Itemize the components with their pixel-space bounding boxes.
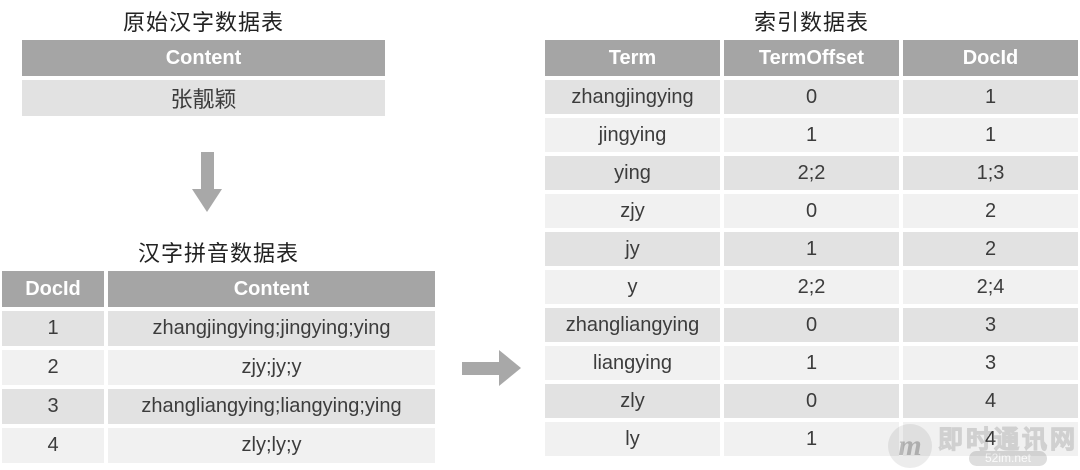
table-cell: liangying [545, 346, 720, 380]
down-arrow-icon [192, 152, 222, 212]
right-arrow-stem [462, 361, 499, 375]
table-cell: 0 [724, 308, 899, 342]
pinyin-table-title: 汉字拼音数据表 [137, 241, 299, 266]
column-header-content: Content [22, 40, 385, 76]
table-header-row: Term TermOffset DocId [545, 40, 1078, 76]
table-cell: 1 [2, 311, 104, 346]
table-header-row: Content [22, 40, 385, 76]
watermark-text-group: 即时通讯网 52im.net [937, 426, 1078, 466]
right-arrow-icon [462, 350, 521, 386]
table-cell: ying [545, 156, 720, 190]
table-cell: 0 [724, 384, 899, 418]
table-cell: 1 [903, 80, 1078, 114]
table-cell: 0 [724, 80, 899, 114]
table-cell: 张靓颖 [22, 80, 385, 116]
column-header-docid: DocId [903, 40, 1078, 76]
table-cell: 1 [724, 422, 899, 456]
table-header-row: DocId Content [2, 271, 435, 307]
table-cell: zly [545, 384, 720, 418]
table-body: 张靓颖 [22, 80, 385, 116]
watermark-site-url: 52im.net [968, 451, 1047, 466]
site-watermark: m 即时通讯网 52im.net [887, 424, 1078, 468]
table-cell: 2;2 [724, 270, 899, 304]
table-cell: 3 [903, 346, 1078, 380]
table-cell: zjy [545, 194, 720, 228]
table-cell: 4 [903, 422, 1078, 456]
table-cell: 1;3 [903, 156, 1078, 190]
table-cell: 3 [903, 308, 1078, 342]
column-header-termoffset: TermOffset [724, 40, 899, 76]
table-row: 张靓颖 [22, 80, 385, 116]
table-cell: zhangliangying [545, 308, 720, 342]
table-cell: zhangliangying;liangying;ying [108, 389, 435, 424]
table-cell: zhangjingying [545, 80, 720, 114]
table-cell: jy [545, 232, 720, 266]
column-header-content: Content [108, 271, 435, 307]
original-hanzi-table: Content 张靓颖 [22, 40, 385, 116]
table-cell: zhangjingying;jingying;ying [108, 311, 435, 346]
table-cell: 1 [724, 118, 899, 152]
original-table-title: 原始汉字数据表 [122, 10, 284, 35]
down-arrow-head [192, 189, 222, 212]
right-arrow-head [499, 350, 521, 386]
table-cell: 2;2 [724, 156, 899, 190]
table-cell: jingying [545, 118, 720, 152]
table-cell: ly [545, 422, 720, 456]
table-cell: y [545, 270, 720, 304]
table-cell: 2;4 [903, 270, 1078, 304]
table-cell: 2 [903, 232, 1078, 266]
down-arrow-stem [200, 152, 214, 189]
column-header-docid: DocId [2, 271, 104, 307]
watermark-site-name: 即时通讯网 [937, 426, 1078, 455]
table-cell: 1 [724, 346, 899, 380]
table-cell: zly;ly;y [108, 428, 435, 463]
table-cell: 4 [2, 428, 104, 463]
table-cell: zjy;jy;y [108, 350, 435, 385]
table-cell: 4 [903, 384, 1078, 418]
watermark-logo-icon: m [887, 424, 932, 468]
table-cell: 3 [2, 389, 104, 424]
table-cell: 2 [903, 194, 1078, 228]
table-cell: 2 [2, 350, 104, 385]
table-cell: 1 [724, 232, 899, 266]
table-cell: 1 [903, 118, 1078, 152]
table-cell: 0 [724, 194, 899, 228]
column-header-term: Term [545, 40, 720, 76]
index-table-title: 索引数据表 [753, 10, 869, 35]
